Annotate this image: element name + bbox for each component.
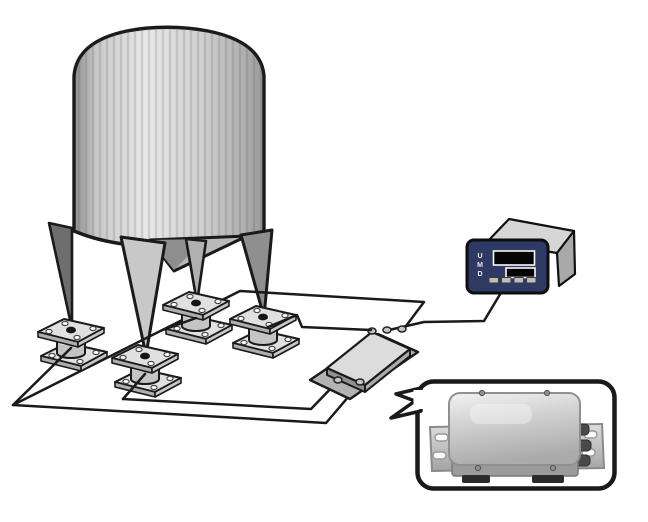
- junction-box-top-connectors: [367, 325, 407, 335]
- photo-feet: [462, 475, 564, 483]
- load-cell-4: [230, 306, 299, 358]
- indicator-buttons: [488, 277, 537, 284]
- cable-load-cell-3: [161, 316, 198, 332]
- junction-box-top-face: [325, 330, 412, 387]
- photo-box-lid: [448, 392, 581, 466]
- junction-box-photo: [428, 389, 606, 483]
- photo-screws: [474, 389, 557, 472]
- indicator-display-primary: [492, 250, 536, 266]
- indicator-letter-u: U: [477, 253, 482, 260]
- junction-box-bottom-connectors: [333, 376, 365, 386]
- indicator-display-secondary: [505, 267, 536, 279]
- silo-leg-3: [184, 237, 208, 305]
- cable-load-cell-4: [266, 313, 373, 332]
- silo-leg-4: [239, 228, 274, 319]
- silo-leg-1: [47, 221, 74, 331]
- load-cell-1: [38, 319, 107, 371]
- silo-legs: [47, 221, 274, 357]
- indicator-letter-d: D: [477, 271, 482, 278]
- cable-load-cell-2: [121, 372, 147, 401]
- indicator-button-3: [513, 277, 524, 284]
- load-cell-2: [112, 345, 181, 397]
- silo-ribs: [74, 27, 264, 247]
- indicator-button-4: [526, 277, 537, 284]
- cable-run-back-diagonal: [11, 289, 426, 407]
- load-cell-3: [163, 292, 232, 344]
- indicator-button-1: [488, 277, 499, 284]
- weight-indicator: U M D: [465, 217, 577, 295]
- silo-leg-2: [119, 235, 167, 357]
- indicator-letter-m: M: [477, 262, 483, 269]
- load-cell-cable-stubs: [11, 313, 373, 407]
- silo: [72, 25, 266, 249]
- cable-load-cell-1: [11, 346, 73, 407]
- callout-pointer-joint: [413, 390, 424, 409]
- indicator-body-side: [555, 229, 577, 288]
- indicator-button-2: [501, 277, 512, 284]
- callout: [389, 379, 617, 491]
- junction-box: [308, 325, 420, 401]
- cable-indicator: [387, 289, 504, 332]
- photo-lid-highlight: [470, 404, 532, 424]
